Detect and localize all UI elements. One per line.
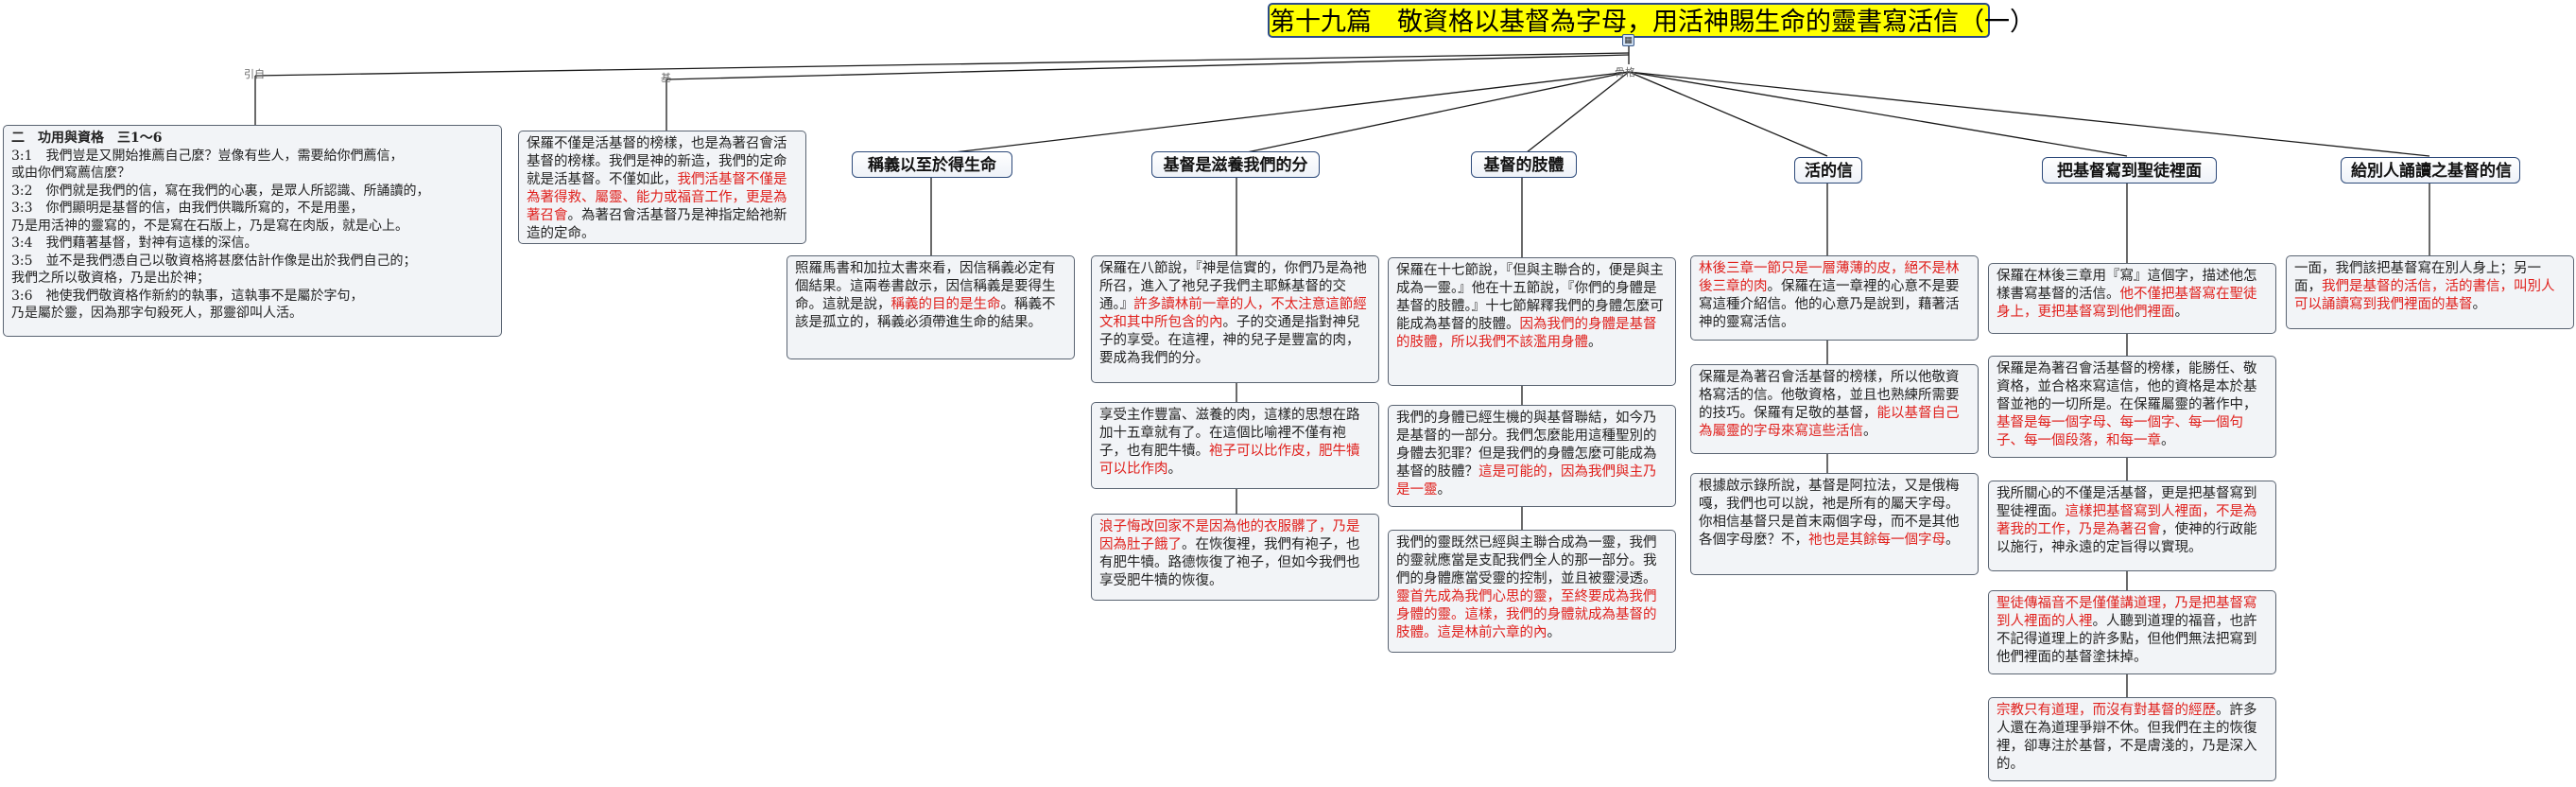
note-col3-3: 我們的靈既然已經與主聯合成為一靈，我們的靈就應當是支配我們全人的那一部分。我們的… (1388, 530, 1676, 653)
verse-line: 3:1 我們豈是又開始推薦自己麼？豈像有些人，需要給你們薦信， (11, 148, 404, 164)
note-highlight: 我們活基督不僅是為著得救、屬靈、能力或福音工作，更是為著召會 (527, 172, 787, 223)
note-text: 一面，我們該把基督寫在別人身上；另一面， (2294, 261, 2541, 294)
note-text: 。在恢復裡，我們有袍子，也有肥牛犢。路德恢復了袍子，但如今我們也享受肥牛犢的恢復… (1099, 537, 1360, 588)
verse-line: 或由你們寫薦信麼？ (11, 166, 130, 181)
note-text: 。許多人還在為道理爭辯不休。但我們在主的恢復裡，卻專注於基督，不是膚淺的，乃是深… (1997, 703, 2257, 772)
note-text: 保羅不僅是活基督的榜樣，也是為著召會活基督的榜樣。我們是神的新造，我們的定命就是… (527, 136, 787, 187)
note-col2-1: 保羅在八節說，『神是信實的，你們乃是為祂所召，進入了祂兒子我們主耶穌基督的交通。… (1091, 255, 1379, 383)
note-text: 。稱義不該是孤立的，稱義必須帶進生命的結果。 (795, 297, 1056, 330)
note-col3-2: 我們的身體已經生機的與基督聯結，如今乃是基督的一部分。我們怎麼能用這種聖別的身體… (1388, 405, 1676, 507)
connector-label-basis: 基 (661, 72, 671, 84)
note-highlight: 這是可能的，因為我們與主乃是一靈 (1396, 464, 1657, 498)
note-col3-1: 保羅在十七節說，『但與主聯合的，便是與主成為一靈。』他在十五節說，『你們的身體是… (1388, 257, 1676, 386)
verse-line: 我們之所以敬資格，乃是出於神； (11, 271, 210, 286)
note-highlight: 袍子可以比作皮，肥牛犢可以比作肉 (1099, 444, 1360, 477)
note-text: 。 (1588, 335, 1602, 350)
category-writing-christ-into-saints[interactable]: 把基督寫到聖徒裡面 (2042, 157, 2217, 184)
note-text: 。 (1863, 424, 1877, 439)
note-col5-2: 保羅是為著召會活基督的榜樣，能勝任、敬資格，並合格來寫這信，他的資格是本於基督並… (1988, 356, 2276, 458)
note-text: 享受主作豐富、滋養的肉，這樣的思想在路加十五章就有了。在這個比喻裡不僅有袍子，也… (1099, 408, 1360, 459)
note-highlight: 能以基督自己為屬靈的字母來寫這些活信 (1699, 406, 1960, 439)
verse-line: 3:6 祂使我們敬資格作新約的執事，這執事不是屬於字句， (11, 288, 364, 304)
note-text: ，使神的行政能以施行，神永遠的定旨得以實現。 (1997, 522, 2257, 555)
topic-hub-icon[interactable]: ▦ (1622, 34, 1634, 46)
note-highlight: 林後三章一節只是一層薄薄的皮，絕不是林後三章的肉 (1699, 261, 1960, 294)
note-highlight: 許多讀林前一章的人，不太注意這節經文和其中所包含的內 (1099, 297, 1367, 330)
note-text: 我們的身體已經生機的與基督聯結，如今乃是基督的一部分。我們怎麼能用這種聖別的身體… (1396, 411, 1657, 480)
note-col4-1: 林後三章一節只是一層薄薄的皮，絕不是林後三章的肉。保羅在這一章裡的心意不是要寫這… (1690, 255, 1979, 341)
category-letter-read-by-others[interactable]: 給別人誦讀之基督的信 (2341, 157, 2520, 184)
note-text: 。子的交通是指對神兒子的享受。在這裡，神的兒子是豐富的肉，要成為我們的分。 (1099, 315, 1360, 366)
note-text: 保羅是為著召會活基督的榜樣，能勝任、敬資格，並合格來寫這信，他的資格是本於基督並… (1997, 361, 2257, 412)
note-col5-1: 保羅在林後三章用『寫』這個字，描述他怎樣書寫基督的活信。他不僅把基督寫在聖徒身上… (1988, 263, 2276, 334)
note-text: 根據啟示錄所說，基督是阿拉法，又是俄梅嘎，我們也可以說，祂是所有的屬天字母。你相… (1699, 479, 1960, 548)
note-text: 。 (1547, 625, 1562, 640)
note-col5-4: 聖徒傳福音不是僅僅講道理，乃是把基督寫到人裡面的人裡。人聽到道理的福音，也許不記… (1988, 590, 2276, 674)
note-col2-3: 浪子悔改回家不是因為他的衣服髒了，乃是因為肚子餓了。在恢復裡，我們有袍子，也有肥… (1091, 514, 1379, 601)
note-highlight: 因為我們的身體是基督的肢體，所以我們不該濫用身體 (1396, 317, 1657, 350)
note-highlight: 基督是每一個字母、每一個字、每一個句子、每一個段落，和每一章 (1997, 415, 2243, 448)
verses-heading: 二 功用與資格 三1～6 (11, 131, 163, 146)
intro-verses-note: 二 功用與資格 三1～6 3:1 我們豈是又開始推薦自己麼？豈像有些人，需要給你… (3, 125, 502, 337)
verse-line: 3:2 你們就是我們的信，寫在我們的心裏，是眾人所認識、所誦讀的， (11, 183, 430, 199)
note-text: 我們的靈既然已經與主聯合成為一靈，我們的靈就應當是支配我們全人的那一部分。我們的… (1396, 535, 1657, 586)
note-text: 。 (2174, 305, 2189, 320)
note-text: 。人聽到道理的福音，也許不記得道理上的許多點，但他們無法把寫到他們裡面的基督塗抹… (1997, 614, 2257, 665)
note-text: 保羅是為著召會活基督的榜樣，所以他敬資格寫活的信。他敬資格，並且也熟練所需要的技… (1699, 370, 1960, 421)
note-col5-3: 我所關心的不僅是活基督，更是把基督寫到聖徒裡面。這樣把基督寫到人裡面，不是為著我… (1988, 481, 2276, 571)
basis-note: 保羅不僅是活基督的榜樣，也是為著召會活基督的榜樣。我們是神的新造，我們的定命就是… (518, 131, 806, 244)
verse-line: 3:4 我們藉著基督，對神有這樣的深信。 (11, 236, 258, 251)
note-col6-1: 一面，我們該把基督寫在別人身上；另一面，我們是基督的活信，活的書信，叫別人可以誦… (2286, 255, 2574, 329)
note-highlight: 祂也是其餘每一個字母 (1808, 533, 1945, 548)
note-col2-2: 享受主作豐富、滋養的肉，這樣的思想在路加十五章就有了。在這個比喻裡不僅有袍子，也… (1091, 402, 1379, 489)
verse-line: 3:5 並不是我們憑自己以敬資格將甚麼估計作像是出於我們自己的； (11, 253, 417, 269)
note-text: 。 (1437, 482, 1452, 498)
connector-label-framework: 骨格 (1615, 66, 1635, 79)
note-text: 保羅在林後三章用『寫』這個字，描述他怎樣書寫基督的活信。 (1997, 269, 2257, 302)
verse-line: 乃是用活神的靈寫的，不是寫在石版上，乃是寫在肉版，就是心上。 (11, 218, 408, 234)
category-members-of-christ[interactable]: 基督的肢體 (1471, 151, 1577, 178)
map-title: 第十九篇 敬資格以基督為字母，用活神賜生命的靈書寫活信（一） (1268, 3, 2035, 38)
note-text: 我所關心的不僅是活基督，更是把基督寫到聖徒裡面。 (1997, 486, 2257, 519)
note-text: 。 (2472, 297, 2487, 312)
note-highlight: 他不僅把基督寫在聖徒身上，更把基督寫到他們裡面 (1997, 287, 2257, 320)
category-living-letter[interactable]: 活的信 (1794, 157, 1862, 184)
verse-line: 3:3 你們顯明是基督的信，由我們供職所寫的，不是用墨， (11, 201, 364, 216)
note-text: 。 (2161, 433, 2175, 448)
note-highlight: 聖徒傳福音不是僅僅講道理，乃是把基督寫到人裡面的人裡 (1997, 596, 2257, 629)
note-col5-5: 宗教只有道理，而沒有對基督的經歷。許多人還在為道理爭辯不休。但我們在主的恢復裡，… (1988, 697, 2276, 781)
note-text: 。為著召會活基督乃是神指定給祂新造的定命。 (527, 208, 787, 241)
note-highlight: 靈首先成為我們心思的靈，至終要成為我們身體的靈。這樣，我們的身體就成為基督的肢體… (1396, 589, 1657, 640)
note-text: 。 (1167, 462, 1183, 477)
note-highlight: 稱義的目的是生命 (890, 297, 1001, 312)
note-highlight: 宗教只有道理，而沒有對基督的經歷 (1997, 703, 2216, 718)
connector-label-intro: 引自 (244, 68, 265, 80)
note-text: 保羅在十七節說，『但與主聯合的，便是與主成為一靈。』他在十五節說，『你們的身體是… (1396, 263, 1664, 332)
category-justification-to-life[interactable]: 稱義以至於得生命 (852, 151, 1012, 178)
category-christ-our-portion[interactable]: 基督是滋養我們的分 (1151, 151, 1320, 178)
note-text: 。 (1945, 533, 1960, 548)
note-col4-3: 根據啟示錄所說，基督是阿拉法，又是俄梅嘎，我們也可以說，祂是所有的屬天字母。你相… (1690, 473, 1979, 575)
verse-line: 乃是屬於靈，因為那字句殺死人，那靈卻叫人活。 (11, 306, 303, 321)
note-col1-1: 照羅馬書和加拉太書來看，因信稱義必定有個結果。這兩卷書啟示，因信稱義是要得生命。… (787, 255, 1075, 359)
note-highlight: 浪子悔改回家不是因為他的衣服髒了，乃是因為肚子餓了 (1099, 519, 1360, 552)
note-col4-2: 保羅是為著召會活基督的榜樣，所以他敬資格寫活的信。他敬資格，並且也熟練所需要的技… (1690, 364, 1979, 454)
note-highlight: 我們是基督的活信，活的書信，叫別人可以誦讀寫到我們裡面的基督 (2294, 279, 2555, 312)
note-text: 照羅馬書和加拉太書來看，因信稱義必定有個結果。這兩卷書啟示，因信稱義是要得生命。… (795, 261, 1056, 312)
note-text: 。保羅在這一章裡的心意不是要寫這種介紹信。他的心意乃是說到，藉著活神的靈寫活信。 (1699, 279, 1960, 330)
note-highlight: 這樣把基督寫到人裡面，不是為著我的工作，乃是為著召會 (1997, 504, 2257, 537)
note-text: 保羅在八節說，『神是信實的，你們乃是為祂所召，進入了祂兒子我們主耶穌基督的交通。… (1099, 261, 1367, 312)
